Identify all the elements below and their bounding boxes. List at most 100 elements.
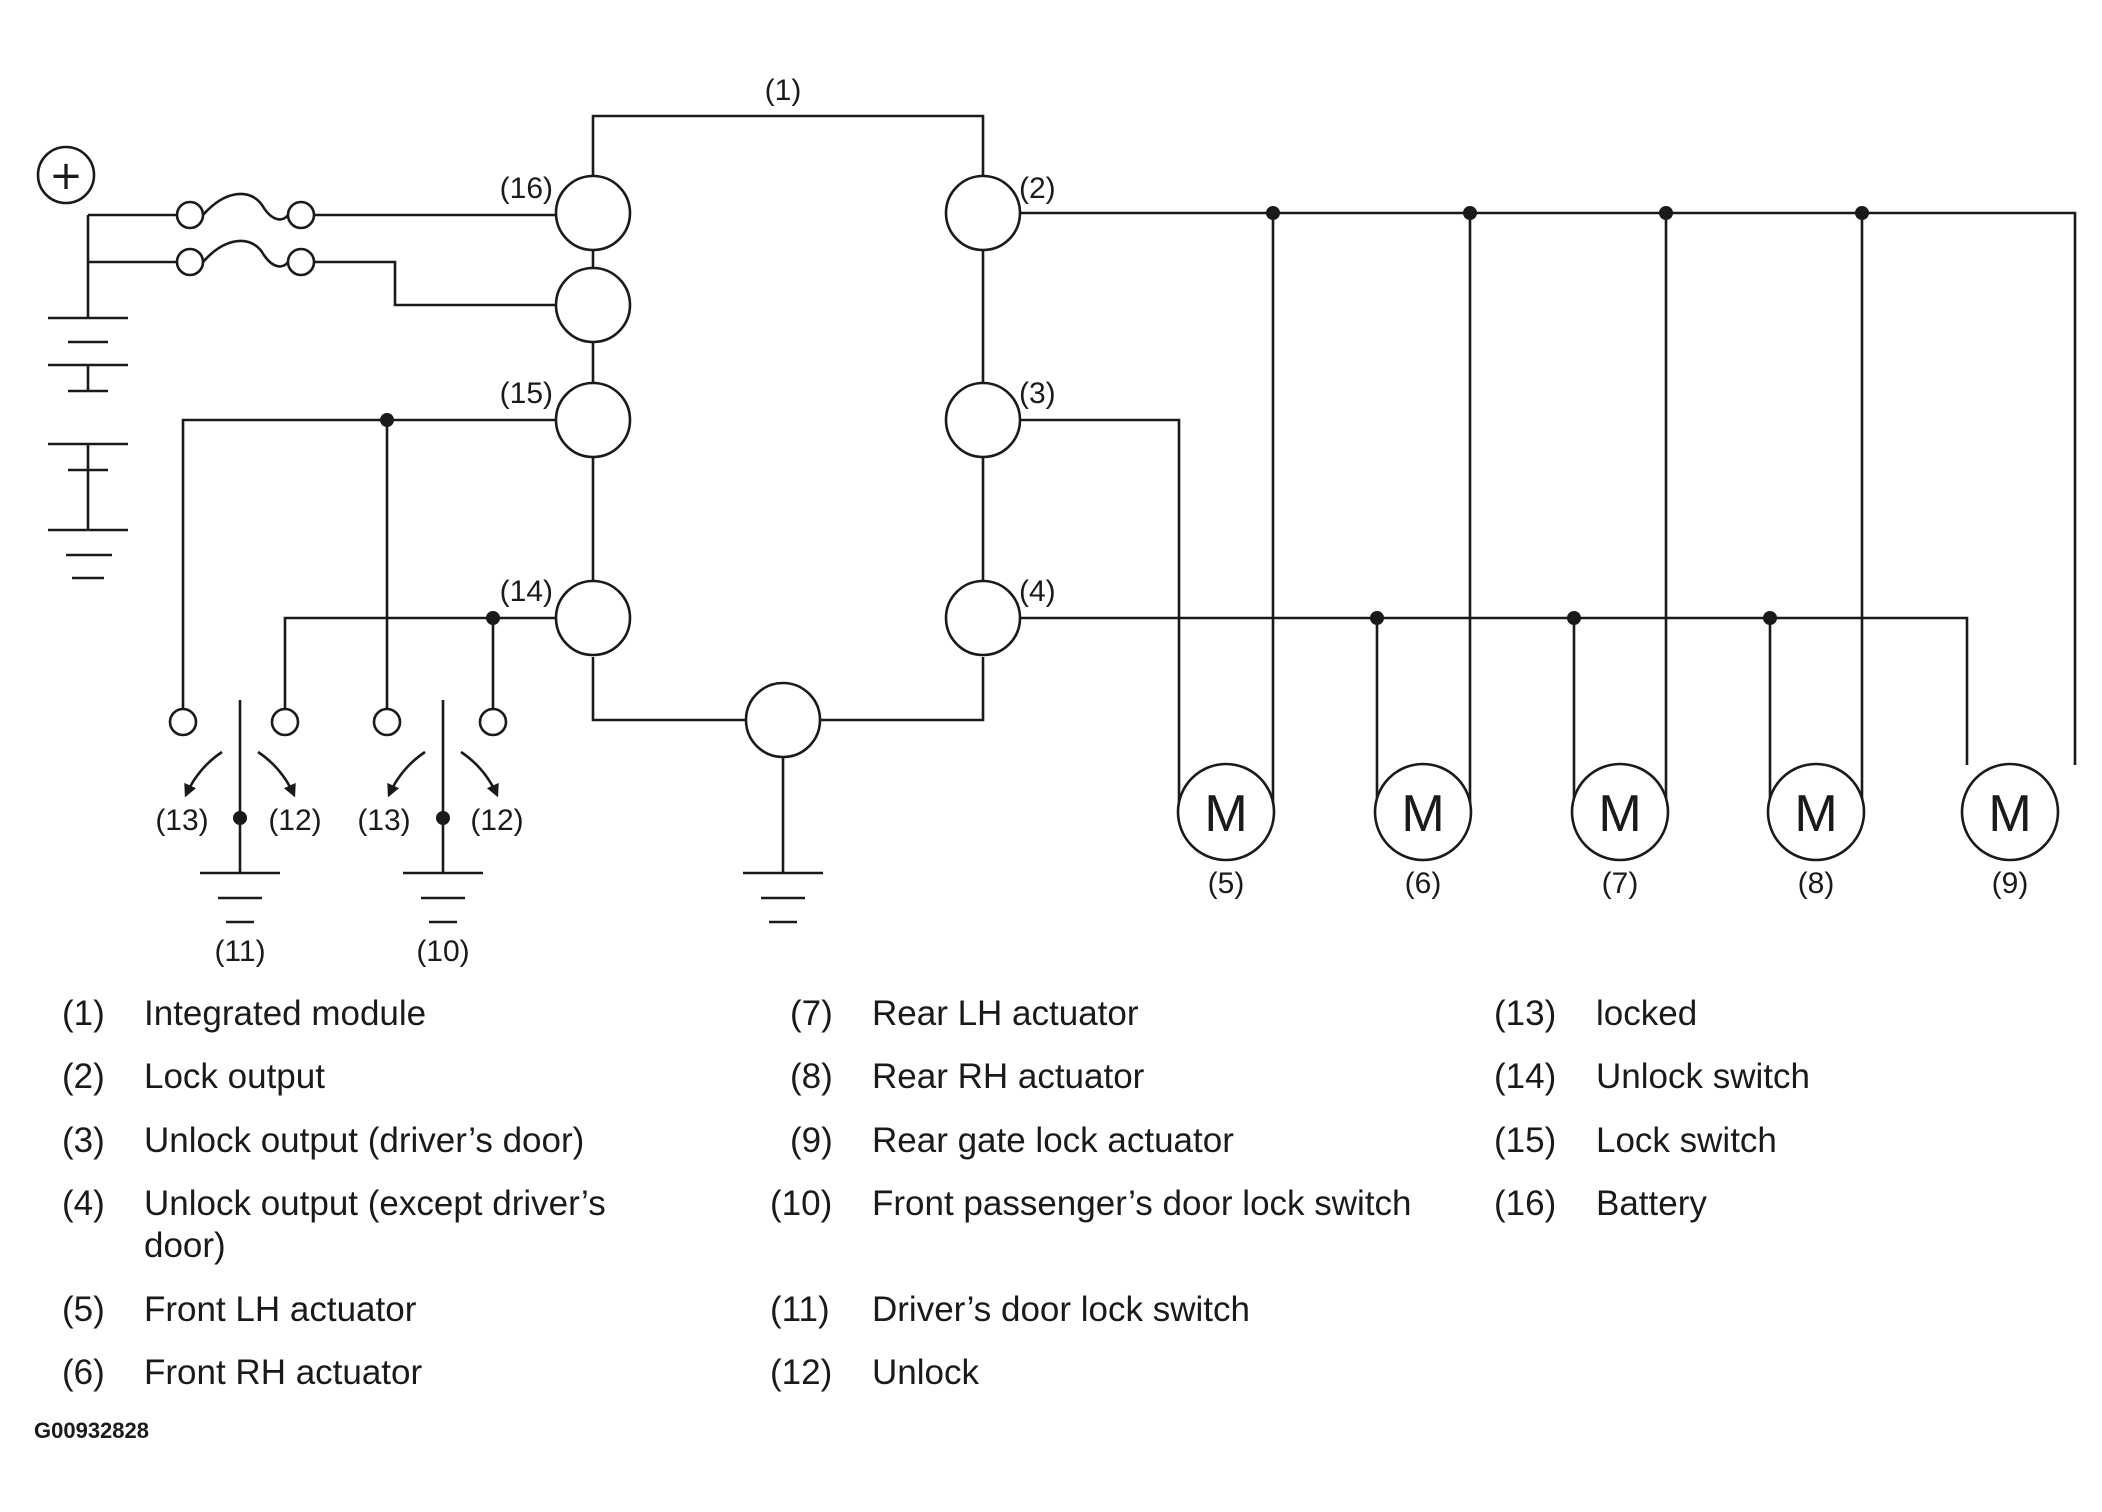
- callout-6: (6): [1405, 867, 1442, 900]
- motor-circle: [1570, 762, 1670, 862]
- legend-text: Unlock: [872, 1353, 979, 1392]
- motor-symbol: M: [1401, 785, 1444, 843]
- callout-7: (7): [1602, 867, 1639, 900]
- legend-number: (10): [770, 1184, 833, 1223]
- junction-dot: [1370, 611, 1384, 625]
- callout-13: (13): [357, 804, 410, 837]
- callout-12: (12): [470, 804, 523, 837]
- battery-positive-terminal: [36, 145, 96, 205]
- legend-text: Front RH actuator: [144, 1353, 423, 1392]
- switch-10-lock-arrow: [387, 750, 426, 798]
- callout-labels: (1) (2) (3) (4) (5) (6) (7) (8) (9) (10)…: [155, 74, 2028, 968]
- legend-number: (4): [62, 1184, 105, 1223]
- switch-wiring: [181, 413, 556, 709]
- wiring-diagram: +: [36, 74, 2077, 968]
- motor-symbol: M: [1988, 785, 2031, 843]
- terminal-battery-2: [554, 266, 632, 344]
- callout-2: (2): [1019, 172, 1056, 205]
- legend-number: (7): [790, 994, 833, 1033]
- switch-11-pivot: [233, 811, 247, 825]
- legend-text: Rear gate lock actuator: [872, 1121, 1234, 1160]
- actuator-motor-6: M: [1373, 762, 1473, 862]
- passenger-door-lock-switch: [372, 700, 508, 924]
- legend-text: locked: [1596, 994, 1698, 1033]
- legend-number: (11): [770, 1290, 830, 1329]
- legend-text: Lock switch: [1596, 1121, 1777, 1160]
- legend-text: Battery: [1596, 1184, 1707, 1223]
- callout-13: (13): [155, 804, 208, 837]
- legend-number: (12): [770, 1353, 833, 1392]
- legend-number: (16): [1494, 1184, 1557, 1223]
- battery-plus-sign: +: [49, 153, 83, 199]
- callout-15: (15): [500, 377, 553, 410]
- switch-10-pivot: [436, 811, 450, 825]
- motor-symbol: M: [1598, 785, 1641, 843]
- terminal-battery: [554, 174, 632, 252]
- legend-number: (1): [62, 994, 105, 1033]
- switch-11-unlock-arrow: [257, 750, 296, 798]
- legend-number: (5): [62, 1290, 105, 1329]
- motor-circle: [1766, 762, 1866, 862]
- switch-11-lock-arrow: [184, 750, 223, 798]
- callout-10: (10): [416, 935, 469, 968]
- callout-16: (16): [500, 172, 553, 205]
- legend-text: Unlock output (driver’s door): [144, 1121, 585, 1160]
- battery-symbol: +: [36, 145, 128, 580]
- legend-text: Unlock switch: [1596, 1057, 1810, 1096]
- junction-dot: [1763, 611, 1777, 625]
- legend-text: Front LH actuator: [144, 1290, 417, 1329]
- actuator-wiring: [1020, 206, 2077, 810]
- callout-14: (14): [500, 575, 553, 608]
- junction-dot: [1266, 206, 1280, 220]
- legend-number: (2): [62, 1057, 105, 1096]
- switch-10-unlock-contact: [478, 707, 508, 737]
- callout-8: (8): [1798, 867, 1835, 900]
- legend-text: Lock output: [144, 1057, 325, 1096]
- switch-10-lock-contact: [372, 707, 402, 737]
- legend-text: Rear RH actuator: [872, 1057, 1145, 1096]
- legend-number: (6): [62, 1353, 105, 1392]
- motor-circle: [1373, 762, 1473, 862]
- callout-1: (1): [765, 74, 802, 107]
- switch-11-unlock-contact: [270, 707, 300, 737]
- callout-3: (3): [1019, 377, 1056, 410]
- legend-number: (3): [62, 1121, 105, 1160]
- junction-dot: [1463, 206, 1477, 220]
- motor-circle: [1960, 762, 2060, 862]
- legend-number: (8): [790, 1057, 833, 1096]
- junction-dot: [1659, 206, 1673, 220]
- junction-dot: [486, 611, 500, 625]
- integrated-module-frame: [591, 114, 985, 722]
- actuator-motor-8: M: [1766, 762, 1866, 862]
- drivers-door-lock-switch: [168, 700, 300, 924]
- callout-9: (9): [1992, 867, 2029, 900]
- legend-number: (14): [1494, 1057, 1557, 1096]
- legend-number: (15): [1494, 1121, 1557, 1160]
- module-ground-symbol: [743, 757, 823, 924]
- legend-number: (13): [1494, 994, 1557, 1033]
- fuse-2-link: [202, 239, 290, 268]
- callout-12: (12): [268, 804, 321, 837]
- figure-id: G00932828: [34, 1418, 149, 1443]
- motor-circle: [1176, 762, 1276, 862]
- fuse-1-link: [202, 192, 290, 221]
- fuses: [88, 192, 555, 307]
- callout-5: (5): [1208, 867, 1245, 900]
- legend-text: Driver’s door lock switch: [872, 1290, 1250, 1329]
- junction-dot: [1567, 611, 1581, 625]
- motor-symbol: M: [1204, 785, 1247, 843]
- junction-dot: [1855, 206, 1869, 220]
- actuator-motor-5: M: [1176, 762, 1276, 862]
- legend-text: Integrated module: [144, 994, 427, 1033]
- callout-11: (11): [214, 935, 265, 968]
- callout-4: (4): [1019, 575, 1056, 608]
- legend-text: Rear LH actuator: [872, 994, 1139, 1033]
- legend-text: Unlock output (except driver’s door): [144, 1184, 606, 1265]
- switch-10-unlock-arrow: [460, 750, 499, 798]
- actuator-motor-7: M: [1570, 762, 1670, 862]
- junction-dot: [380, 413, 394, 427]
- actuator-motor-9: M: [1960, 762, 2060, 862]
- motor-symbol: M: [1794, 785, 1837, 843]
- legend-text: Front passenger’s door lock switch: [872, 1184, 1412, 1223]
